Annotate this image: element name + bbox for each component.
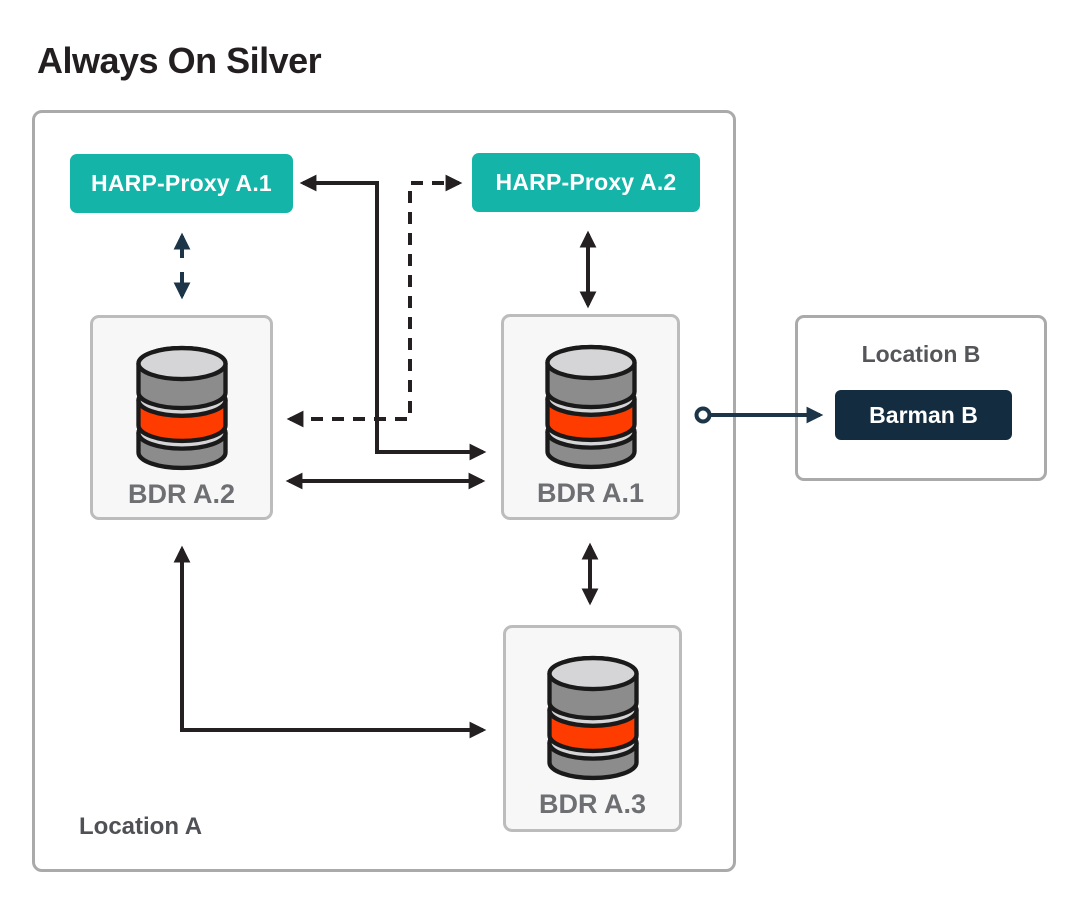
- barman-b-label: Barman B: [869, 401, 978, 428]
- node-bdr-a1: BDR A.1: [501, 314, 680, 520]
- database-icon: [135, 345, 228, 471]
- location-b-label: Location B: [861, 341, 981, 367]
- location-a-label: Location A: [79, 813, 203, 840]
- database-icon: [544, 344, 637, 470]
- node-harp-proxy-a2: HARP-Proxy A.2: [472, 153, 700, 212]
- bdr-a3-label: BDR A.3: [538, 789, 646, 819]
- node-harp-proxy-a1: HARP-Proxy A.1: [70, 154, 293, 213]
- bdr-a2-label: BDR A.2: [127, 479, 235, 509]
- node-bdr-a2: BDR A.2: [90, 315, 273, 520]
- node-bdr-a3: BDR A.3: [503, 625, 682, 832]
- harp-proxy-a2-label: HARP-Proxy A.2: [495, 169, 677, 195]
- bdr-a1-label: BDR A.1: [536, 478, 644, 508]
- node-barman-b: Barman B: [835, 390, 1012, 440]
- page-title: Always On Silver: [37, 40, 322, 81]
- database-icon: [546, 655, 639, 781]
- harp-proxy-a1-label: HARP-Proxy A.1: [91, 170, 272, 196]
